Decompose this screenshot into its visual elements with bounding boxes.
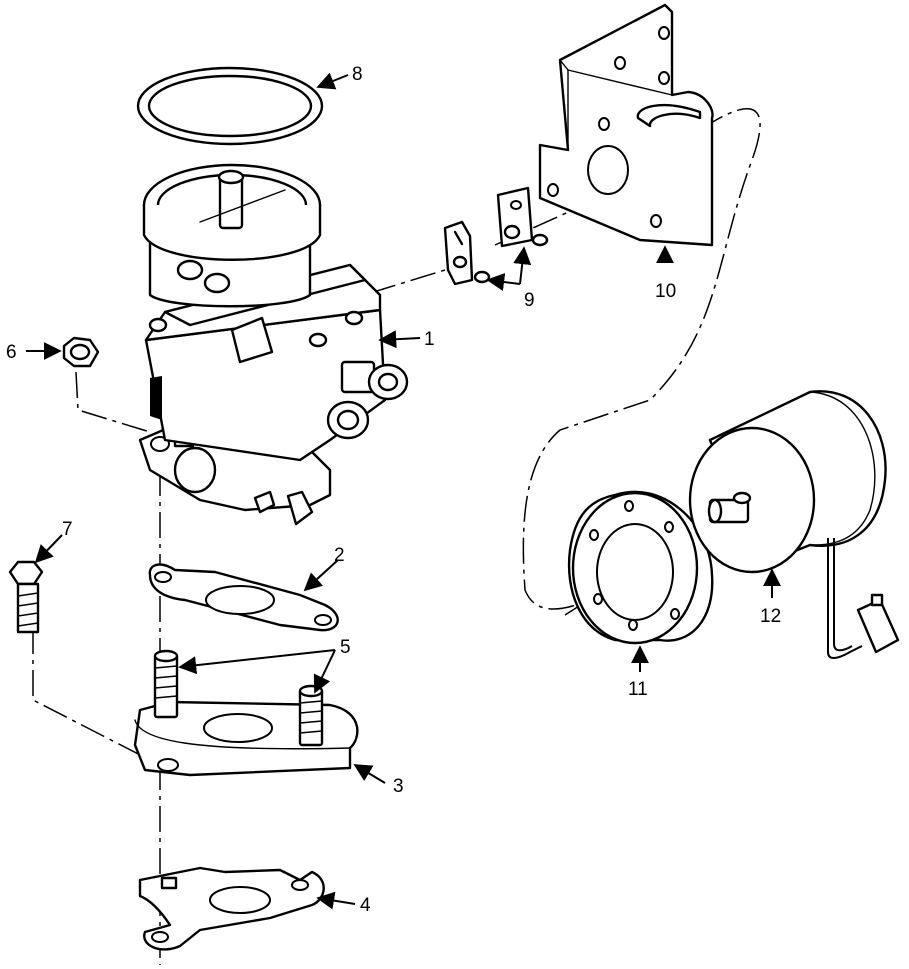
callout-5: 5 bbox=[340, 637, 351, 658]
callout-9: 9 bbox=[524, 290, 535, 311]
callout-12: 12 bbox=[760, 606, 781, 627]
linkage-brackets bbox=[443, 186, 549, 286]
base-gasket bbox=[148, 563, 339, 632]
adapter-ring bbox=[567, 490, 714, 645]
hex-nut bbox=[62, 336, 100, 368]
callout-8: 8 bbox=[352, 64, 363, 85]
callout-11: 11 bbox=[628, 679, 648, 700]
callout-10: 10 bbox=[655, 281, 676, 302]
callout-4: 4 bbox=[360, 895, 371, 916]
mounting-bracket bbox=[138, 866, 325, 951]
motor bbox=[688, 390, 900, 659]
leader-lines bbox=[26, 72, 781, 910]
callout-7: 7 bbox=[62, 519, 73, 540]
callout-6: 6 bbox=[6, 342, 17, 363]
hex-bolt bbox=[8, 560, 44, 634]
callout-labels: 1 2 3 4 5 6 7 8 9 10 11 12 bbox=[6, 64, 781, 916]
callout-2: 2 bbox=[334, 545, 345, 566]
mounting-plate bbox=[538, 3, 714, 247]
gasket-ring bbox=[136, 66, 324, 146]
callout-3: 3 bbox=[393, 776, 404, 797]
spacer-block bbox=[133, 649, 359, 777]
carburetor bbox=[138, 163, 409, 526]
callout-1: 1 bbox=[424, 329, 435, 350]
